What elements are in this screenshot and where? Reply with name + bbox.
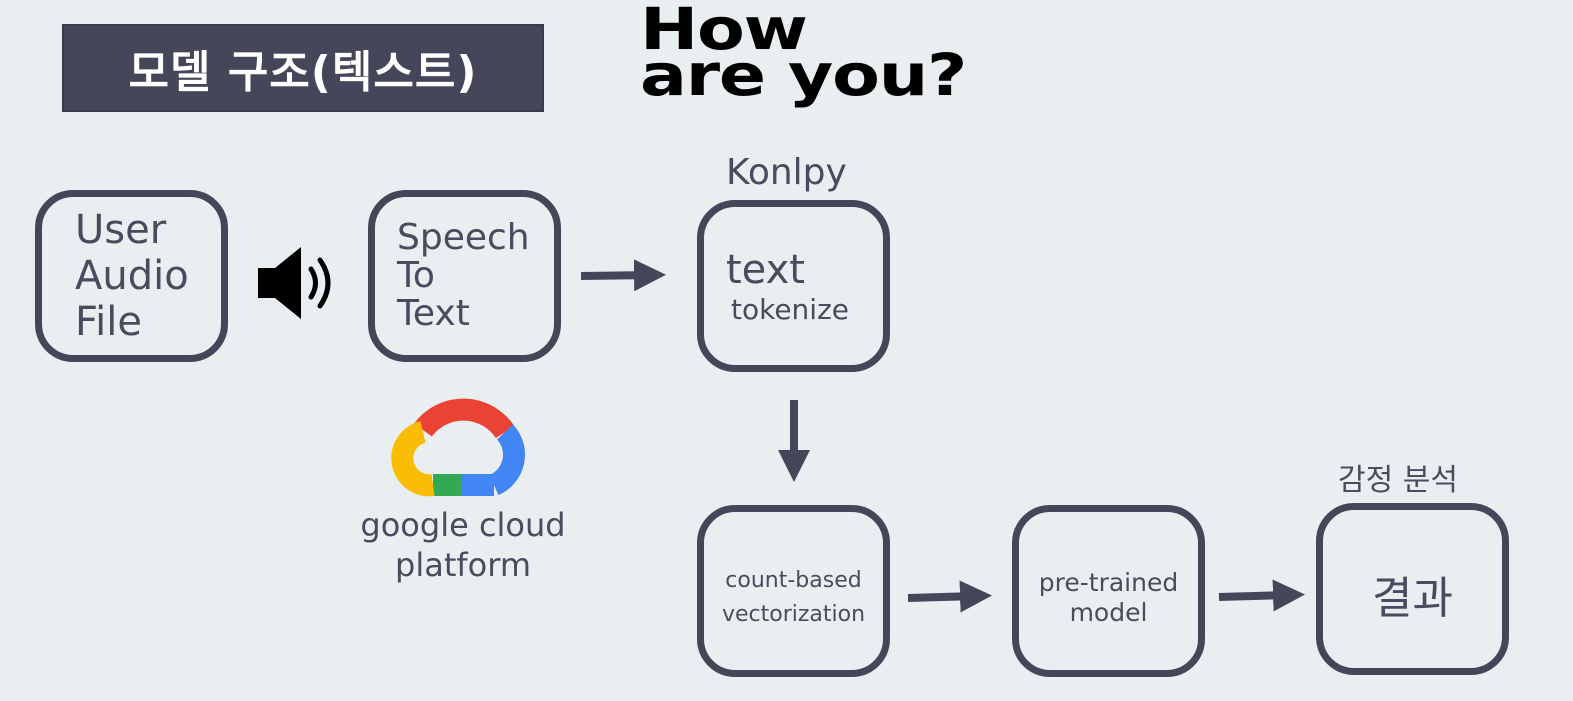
title-box: 모델 구조(텍스트) (62, 24, 544, 112)
user-audio-line-2: Audio (75, 253, 189, 299)
page-title: 모델 구조(텍스트) (128, 47, 478, 98)
node-text-tokenize: text tokenize (697, 200, 890, 372)
node-count-based-vectorization: count-based vectorization (697, 505, 890, 677)
google-cloud-logo-icon (391, 398, 525, 497)
konlpy-label: Konlpy (726, 152, 847, 193)
gcp-label: google cloud platform (355, 505, 571, 585)
node-user-audio-file: User Audio File (35, 190, 228, 362)
headline-line-2: are you? (640, 41, 967, 109)
vectorization-line-1: count-based (725, 568, 862, 593)
pretrained-line-2: model (1069, 598, 1148, 627)
stt-line-3: Text (397, 293, 470, 334)
sentiment-analysis-label: 감정 분석 (1338, 463, 1458, 498)
stt-line-2: To (397, 255, 435, 296)
arrow-stt-to-tokenize (580, 259, 666, 292)
arrow-vectorization-to-model (907, 580, 992, 613)
node-speech-to-text: Speech To Text (368, 190, 561, 362)
node-pre-trained-model: pre-trained model (1012, 505, 1205, 677)
speaker-icon (258, 247, 331, 319)
result-text: 결과 (1372, 573, 1453, 624)
stt-line-1: Speech (397, 217, 530, 258)
pretrained-line-1: pre-trained (1038, 568, 1179, 597)
user-audio-line-3: File (75, 299, 142, 345)
user-audio-line-1: User (75, 207, 167, 253)
vectorization-line-2: vectorization (721, 602, 866, 627)
tokenize-line-2: tokenize (731, 293, 850, 326)
arrow-model-to-result (1218, 579, 1305, 612)
headline-line-1: How (640, 0, 808, 63)
gcp-label-line-1: google cloud (360, 506, 566, 544)
tokenize-line-1: text (726, 247, 805, 293)
headline: How are you? (640, 0, 967, 109)
gcp-label-line-2: platform (395, 546, 531, 584)
node-result: 결과 (1316, 503, 1509, 675)
